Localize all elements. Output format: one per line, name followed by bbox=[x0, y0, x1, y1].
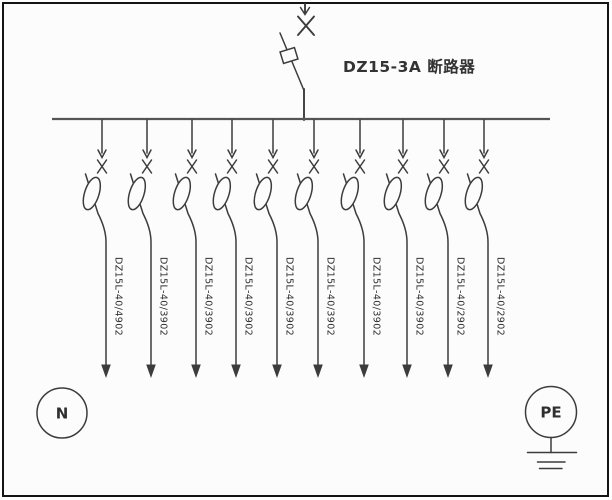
branch-label: DZ15L-40/3902 bbox=[158, 257, 169, 336]
branch-circuit: DZ15L-40/2902 bbox=[424, 119, 466, 378]
x-contact-icon bbox=[308, 159, 320, 174]
branch-circuit: DZ15L-40/3902 bbox=[294, 119, 336, 378]
arrow-down-icon bbox=[97, 149, 107, 160]
arrow-down-icon bbox=[227, 149, 237, 160]
branch-circuit: DZ15L-40/3902 bbox=[172, 119, 214, 378]
x-contact-icon bbox=[226, 159, 238, 174]
rcd-ring-icon bbox=[253, 176, 273, 211]
rcd-ring-icon bbox=[424, 176, 444, 211]
rcd-ring-icon bbox=[383, 176, 403, 211]
branch-feed-line bbox=[129, 173, 152, 366]
earth-ground-icon bbox=[526, 436, 578, 470]
branch-circuit: DZ15L-40/3902 bbox=[383, 119, 425, 378]
neutral-label: N bbox=[56, 405, 69, 423]
branch-circuit: DZ15L-40/3902 bbox=[212, 119, 254, 378]
neutral-terminal: N bbox=[36, 387, 88, 439]
rcd-ring-icon bbox=[294, 176, 314, 211]
x-contact-icon bbox=[267, 159, 279, 174]
pe-label: PE bbox=[540, 404, 561, 422]
arrow-head-icon bbox=[443, 364, 453, 378]
branch-feed-line bbox=[255, 173, 278, 366]
rcd-ring-icon bbox=[212, 176, 232, 211]
arrow-down-icon bbox=[479, 149, 489, 160]
breaker-blade-line bbox=[279, 32, 305, 92]
branch-feed-line bbox=[342, 173, 365, 366]
arrow-head-icon bbox=[483, 364, 493, 378]
x-contact-icon bbox=[141, 159, 153, 174]
pe-terminal: PE bbox=[524, 385, 578, 470]
arrow-down-icon bbox=[439, 149, 449, 160]
rcd-ring-icon bbox=[82, 176, 102, 211]
x-contact-icon bbox=[478, 159, 490, 174]
x-contact-icon bbox=[96, 159, 108, 174]
branch-feed-line bbox=[174, 173, 197, 366]
rcd-ring-icon bbox=[127, 176, 147, 211]
rcd-ring-icon bbox=[172, 176, 192, 211]
arrow-down-icon bbox=[268, 149, 278, 160]
arrow-head-icon bbox=[272, 364, 282, 378]
arrow-head-icon bbox=[359, 364, 369, 378]
arrow-down-icon bbox=[187, 149, 197, 160]
branch-feed-line bbox=[426, 173, 449, 366]
arrow-down-icon bbox=[309, 149, 319, 160]
incoming-feeder: DZ15-3A 断路器 bbox=[279, 3, 475, 121]
arrow-head-icon bbox=[191, 364, 201, 378]
branch-label: DZ15L-40/4902 bbox=[113, 257, 124, 336]
arrow-down-icon bbox=[398, 149, 408, 160]
arrow-down-icon bbox=[355, 149, 365, 160]
incoming-breaker-label: DZ15-3A 断路器 bbox=[343, 57, 475, 76]
branch-feed-line bbox=[385, 173, 408, 366]
branch-circuit: DZ15L-40/3902 bbox=[127, 119, 169, 378]
arrow-head-icon bbox=[101, 364, 111, 378]
branch-circuit: DZ15L-40/3902 bbox=[253, 119, 295, 378]
x-contact-icon bbox=[438, 159, 450, 174]
branch-label: DZ15L-40/3902 bbox=[414, 257, 425, 336]
arrow-head-icon bbox=[146, 364, 156, 378]
branch-feed-line bbox=[466, 173, 489, 366]
branch-label: DZ15L-40/2902 bbox=[455, 257, 466, 336]
breaker-body-icon bbox=[279, 46, 299, 65]
arrow-head-icon bbox=[402, 364, 412, 378]
arrow-down-icon bbox=[142, 149, 152, 160]
arrow-down-icon bbox=[299, 6, 311, 16]
branch-feed-line bbox=[296, 173, 319, 366]
branch-circuits: DZ15L-40/4902 DZ15L-40/3902 DZ15L-40/3902 D… bbox=[82, 119, 506, 378]
branch-label: DZ15L-40/3902 bbox=[284, 257, 295, 336]
x-contact-icon bbox=[297, 15, 315, 36]
branch-circuit: DZ15L-40/2902 bbox=[464, 119, 506, 378]
x-contact-icon bbox=[354, 159, 366, 174]
rcd-ring-icon bbox=[464, 176, 484, 211]
branch-circuit: DZ15L-40/4902 bbox=[82, 119, 124, 378]
branch-feed-line bbox=[214, 173, 237, 366]
arrow-head-icon bbox=[231, 364, 241, 378]
branch-label: DZ15L-40/2902 bbox=[495, 257, 506, 336]
x-contact-icon bbox=[186, 159, 198, 174]
rcd-ring-icon bbox=[340, 176, 360, 211]
branch-circuit: DZ15L-40/3902 bbox=[340, 119, 382, 378]
branch-label: DZ15L-40/3902 bbox=[243, 257, 254, 336]
branch-feed-line bbox=[84, 173, 107, 366]
neutral-circle-icon bbox=[36, 387, 88, 439]
x-contact-icon bbox=[397, 159, 409, 174]
branch-label: DZ15L-40/3902 bbox=[325, 257, 336, 336]
branch-label: DZ15L-40/3902 bbox=[371, 257, 382, 336]
branch-label: DZ15L-40/3902 bbox=[203, 257, 214, 336]
arrow-head-icon bbox=[313, 364, 323, 378]
